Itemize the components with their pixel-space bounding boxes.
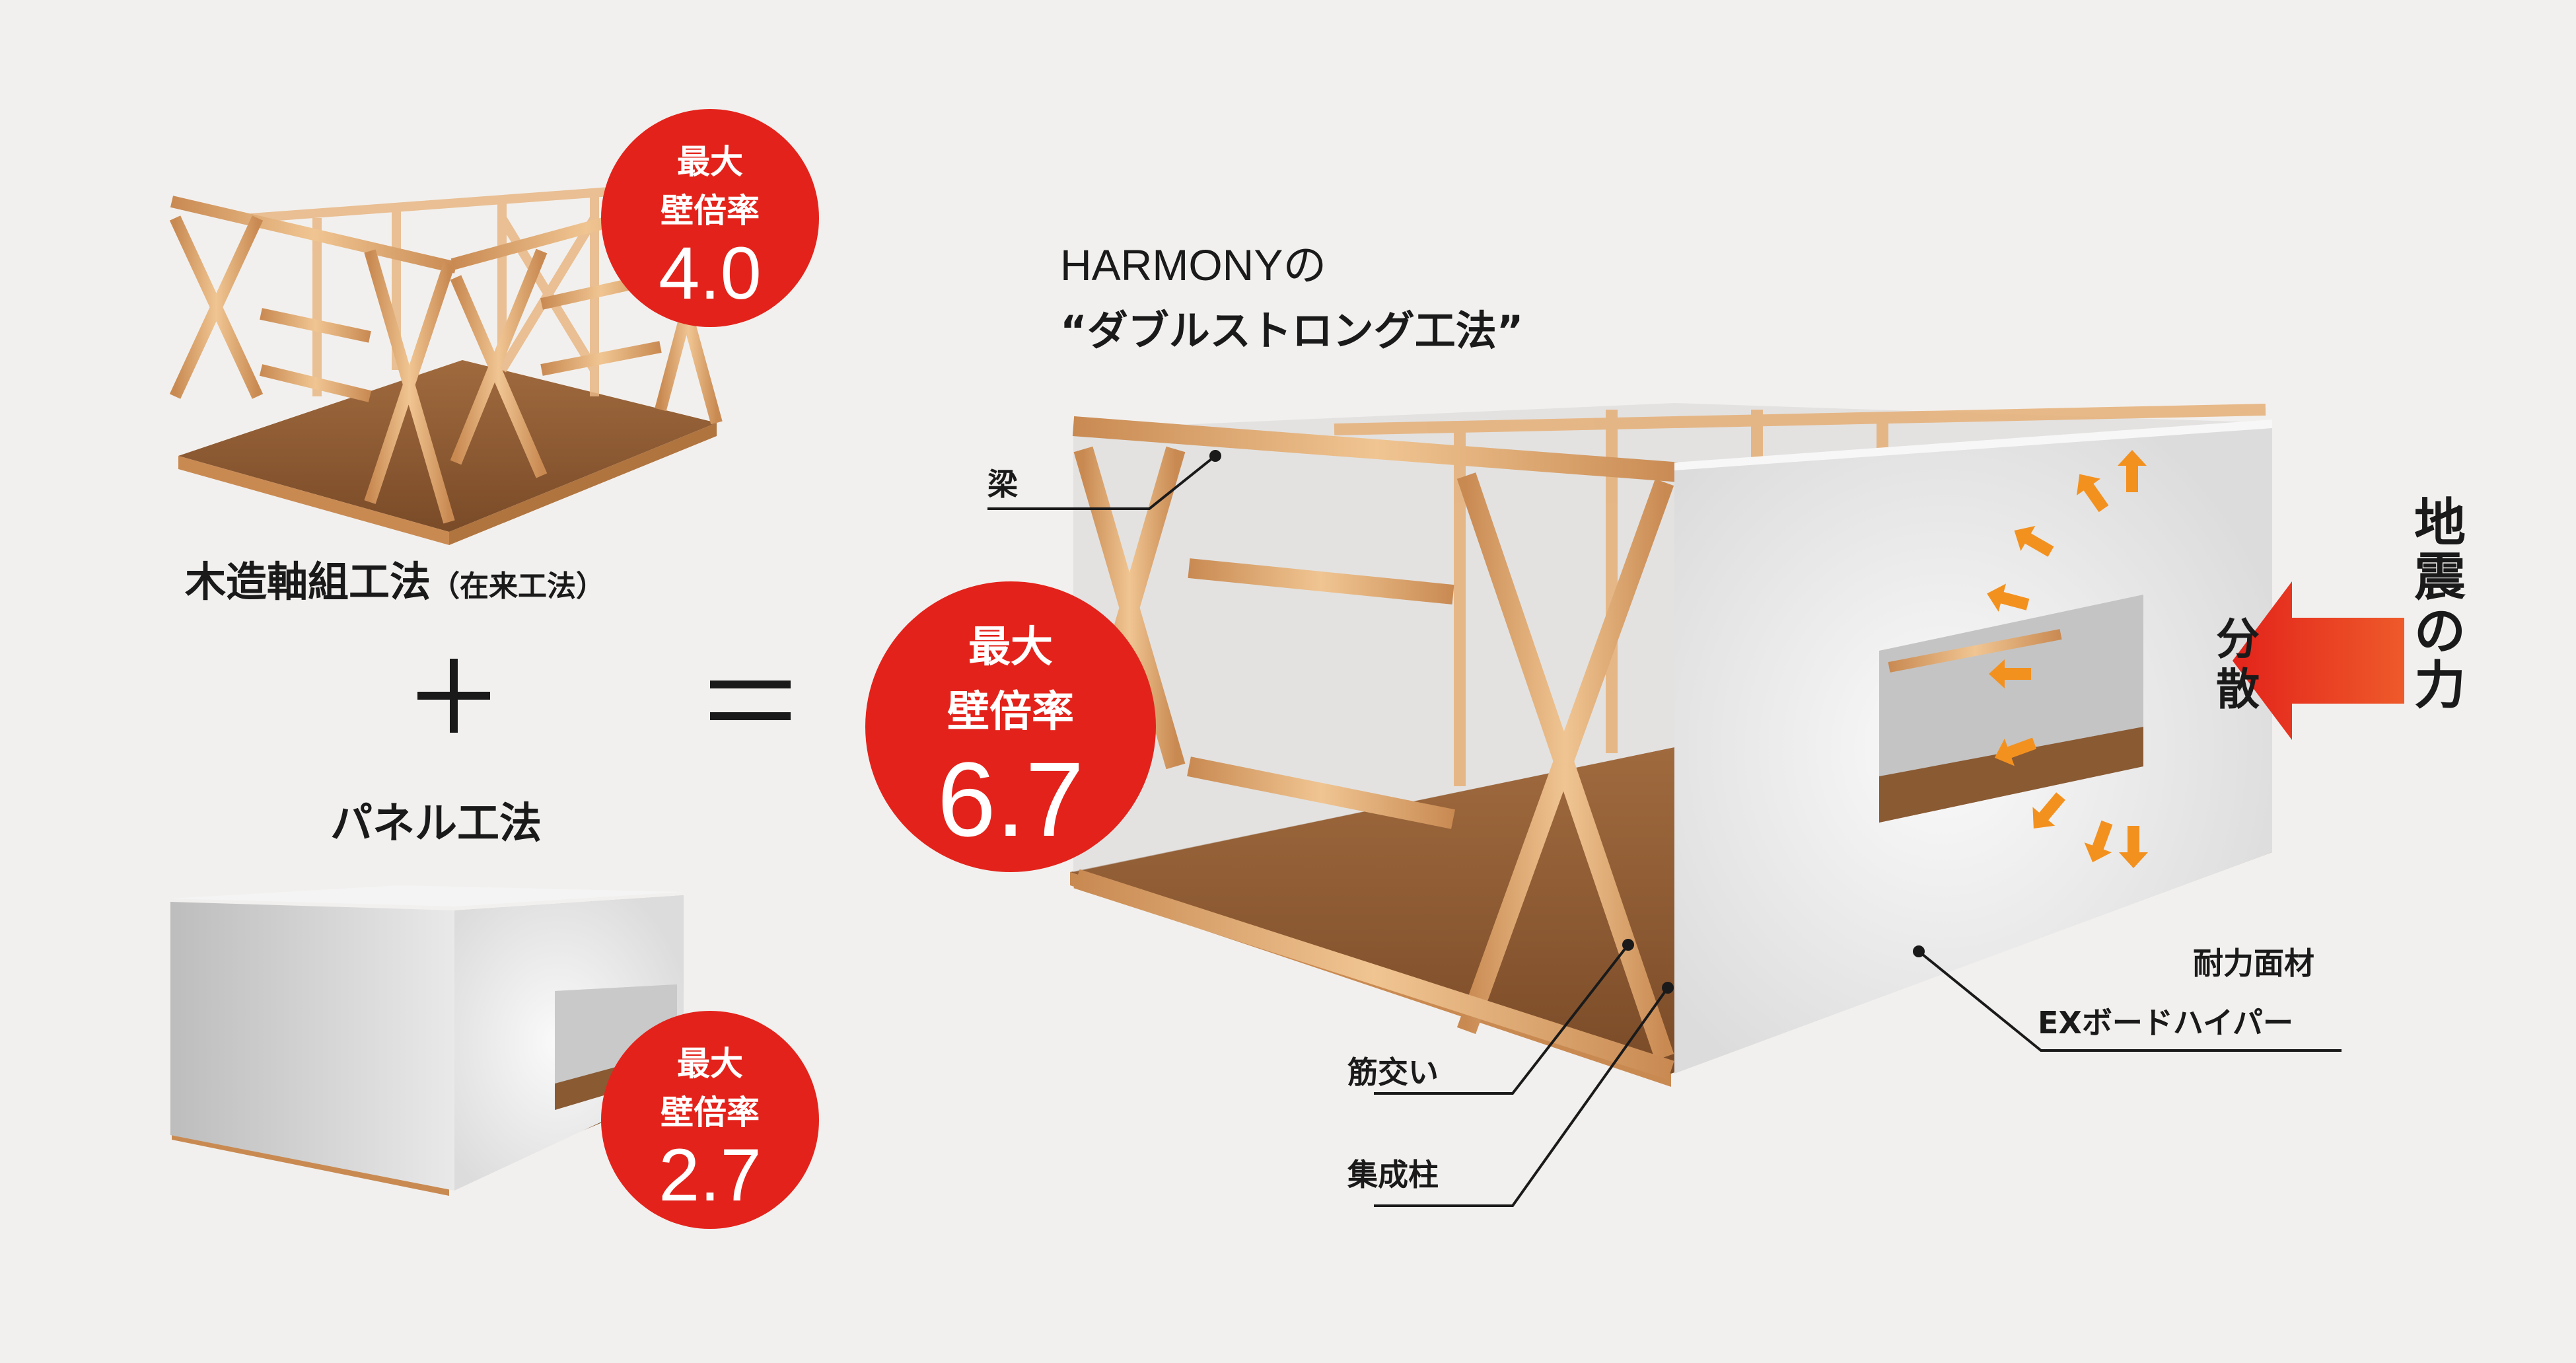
- frame-wall-ratio-badge: 最大 壁倍率 4.0: [601, 109, 819, 327]
- badge-value: 6.7: [865, 739, 1156, 860]
- column-callout-dot: [1662, 982, 1674, 994]
- badge-value: 4.0: [601, 231, 819, 316]
- column-label: 集成柱: [1347, 1160, 1439, 1190]
- beam-callout-dot: [1209, 450, 1221, 462]
- equals-operator: [710, 681, 791, 720]
- panel-product-label: EXボードハイパー: [2038, 1008, 2293, 1038]
- panel-wall-ratio-badge: 最大 壁倍率 2.7: [601, 1011, 819, 1229]
- badge-line2: 壁倍率: [865, 678, 1156, 739]
- frame-method-sub: （在来工法）: [431, 570, 605, 603]
- frame-method-name: 木造軸組工法: [185, 558, 431, 606]
- brace-callout-dot: [1622, 939, 1634, 951]
- plus-operator: [417, 659, 490, 733]
- badge-line2: 壁倍率: [601, 1086, 819, 1134]
- brace-label: 筋交い: [1347, 1057, 1439, 1087]
- beam-label: 梁: [987, 469, 1018, 499]
- badge-line2: 壁倍率: [601, 184, 819, 232]
- harmony-wall-ratio-badge: 最大 壁倍率 6.7: [865, 581, 1156, 872]
- badge-line1: 最大: [601, 1037, 819, 1085]
- harmony-title-line2: “ダブルストロング工法”: [1060, 311, 1524, 351]
- badge-line1: 最大: [865, 613, 1156, 674]
- seismic-force-label: 地震の力: [2414, 497, 2474, 714]
- harmony-title-line1: HARMONYの: [1060, 243, 1326, 287]
- panel-callout-dot: [1913, 945, 1925, 957]
- frame-method-label: 木造軸組工法（在来工法）: [185, 562, 605, 603]
- panel-material-label: 耐力面材: [2193, 948, 2314, 978]
- panel-method-label: パネル工法: [330, 803, 542, 845]
- badge-line1: 最大: [601, 135, 819, 183]
- distribution-label: 分散: [2216, 614, 2262, 715]
- badge-value: 2.7: [601, 1132, 819, 1218]
